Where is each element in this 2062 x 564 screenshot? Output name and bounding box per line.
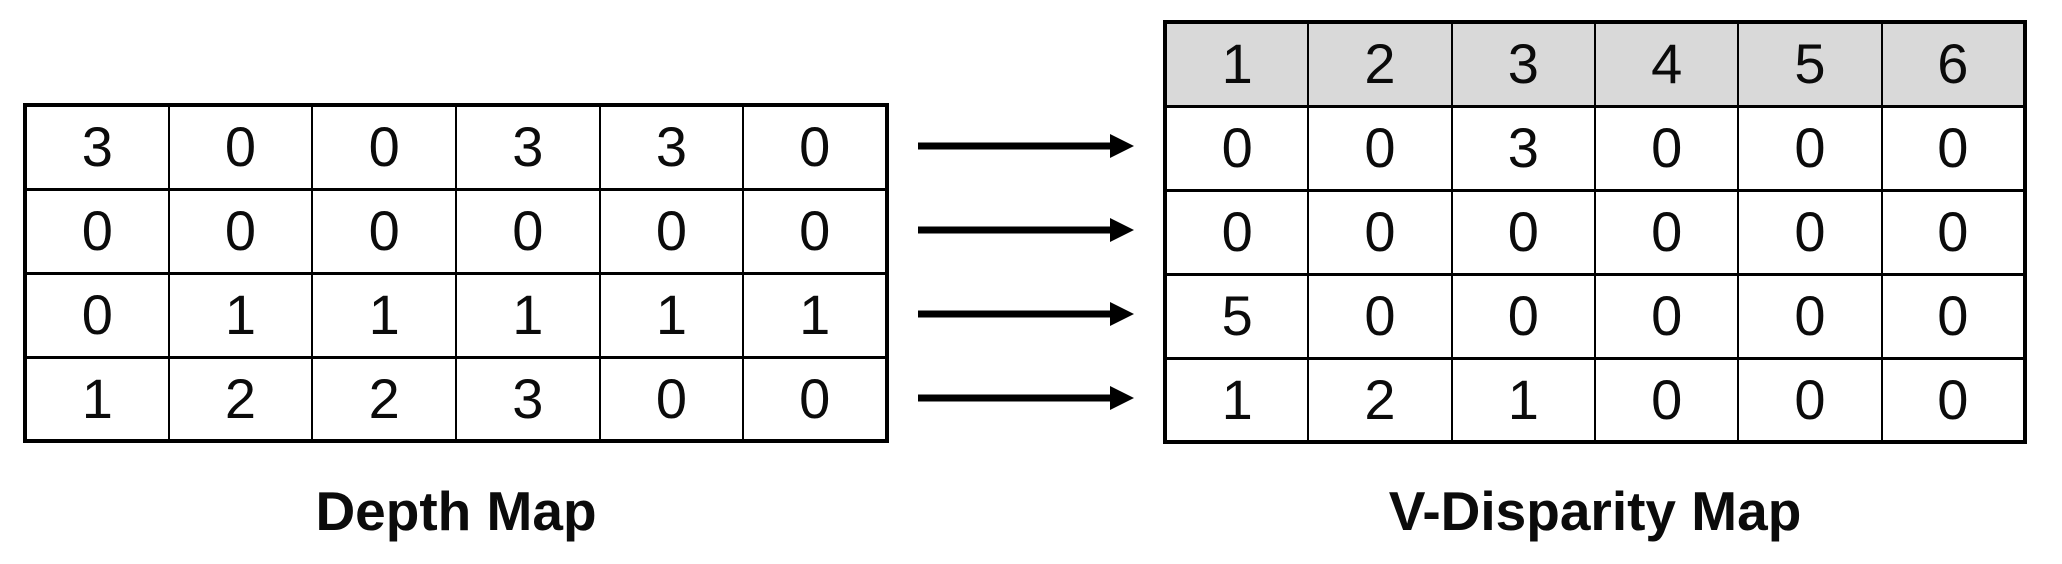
row-arrow-icon [918, 210, 1134, 250]
value-cell: 1 [311, 271, 457, 359]
row-arrow-icon [918, 378, 1134, 418]
value-cell: 0 [1593, 272, 1740, 360]
value-cell: 0 [742, 187, 888, 275]
header-cell: 5 [1737, 20, 1883, 108]
value-cell: 0 [742, 103, 888, 191]
header-cell: 1 [1163, 20, 1310, 108]
value-cell: 1 [454, 271, 601, 359]
value-cell: 0 [167, 103, 314, 191]
value-cell: 0 [1450, 188, 1596, 276]
value-cell: 1 [167, 271, 314, 359]
value-cell: 0 [1880, 272, 2027, 360]
value-cell: 0 [24, 187, 170, 275]
value-cell: 1 [742, 271, 888, 359]
value-cell: 3 [598, 103, 745, 191]
value-cell: 0 [454, 187, 601, 275]
value-cell: 1 [1163, 356, 1310, 444]
depth-map-label: Depth Map [315, 480, 597, 542]
value-cell: 2 [311, 355, 457, 443]
value-cell: 2 [167, 355, 314, 443]
value-cell: 3 [1450, 104, 1596, 192]
value-cell: 0 [1163, 188, 1310, 276]
row-arrow-icon [918, 294, 1134, 334]
value-cell: 0 [1737, 188, 1883, 276]
value-cell: 0 [311, 187, 457, 275]
header-cell: 4 [1593, 20, 1740, 108]
row-arrow-icon [918, 126, 1134, 166]
value-cell: 0 [24, 271, 170, 359]
value-cell: 0 [742, 355, 888, 443]
value-cell: 3 [454, 355, 601, 443]
value-cell: 0 [1737, 356, 1883, 444]
value-cell: 2 [1307, 356, 1453, 444]
value-cell: 1 [598, 271, 745, 359]
value-cell: 3 [454, 103, 601, 191]
value-cell: 0 [311, 103, 457, 191]
value-cell: 0 [1737, 272, 1883, 360]
header-cell: 2 [1307, 20, 1453, 108]
v-disparity-map-label: V-Disparity Map [1388, 480, 1802, 542]
value-cell: 0 [1593, 104, 1740, 192]
value-cell: 0 [1307, 104, 1453, 192]
value-cell: 0 [598, 355, 745, 443]
value-cell: 0 [598, 187, 745, 275]
value-cell: 0 [1880, 104, 2027, 192]
value-cell: 0 [1307, 188, 1453, 276]
value-cell: 0 [1593, 356, 1740, 444]
value-cell: 0 [1880, 188, 2027, 276]
value-cell: 0 [1163, 104, 1310, 192]
value-cell: 0 [167, 187, 314, 275]
value-cell: 5 [1163, 272, 1310, 360]
value-cell: 0 [1880, 356, 2027, 444]
value-cell: 0 [1450, 272, 1596, 360]
value-cell: 3 [24, 103, 170, 191]
header-cell: 3 [1450, 20, 1596, 108]
header-cell: 6 [1880, 20, 2027, 108]
value-cell: 1 [1450, 356, 1596, 444]
value-cell: 0 [1737, 104, 1883, 192]
value-cell: 0 [1593, 188, 1740, 276]
value-cell: 0 [1307, 272, 1453, 360]
value-cell: 1 [24, 355, 170, 443]
